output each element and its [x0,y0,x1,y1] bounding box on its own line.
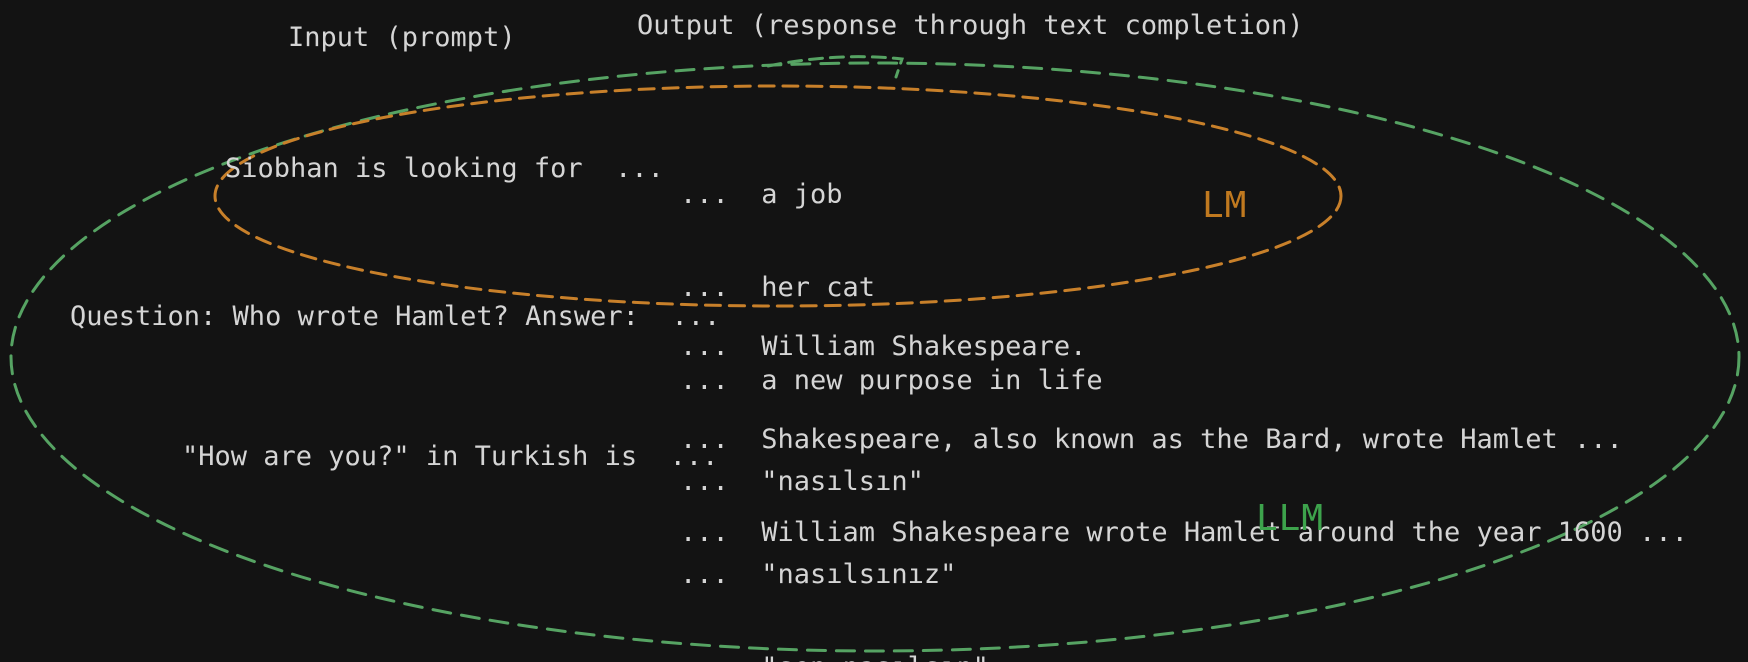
row3-output-group: ... "nasılsın" ... "nasılsınız" ... "sen… [680,404,989,662]
output-column-header: Output (response through text completion… [637,10,1304,41]
row1-output-line: ... her cat [680,272,876,303]
row2-output-group: ... William Shakespeare. ... Shakespeare… [680,269,1688,610]
row3-output-line: ... "nasılsınız" [680,559,957,590]
row1-input-prompt: Siobhan is looking for ... [225,153,664,184]
row3-output-line: ... "nasılsın" [680,466,924,497]
llm-label: LLM [1256,498,1325,539]
row2-output-line: ... William Shakespeare. [680,331,1087,362]
row3-input-prompt: "How are you?" in Turkish is ... [182,441,719,472]
lm-label: LM [1202,185,1248,226]
row1-output-group: ... a job ... her cat ... a new purpose … [680,117,1103,458]
input-column-header: Input (prompt) [288,22,516,53]
sketch-overlap-stroke [766,55,905,79]
row2-output-line: ... William Shakespeare wrote Hamlet aro… [680,517,1688,548]
row1-output-line: ... a new purpose in life [680,365,1103,396]
row3-output-line: ... "sen nasılsın" [680,652,989,662]
row1-output-line: ... a job [680,179,843,210]
row2-output-line: ... Shakespeare, also known as the Bard,… [680,424,1623,455]
row2-input-prompt: Question: Who wrote Hamlet? Answer: ... [70,301,721,332]
